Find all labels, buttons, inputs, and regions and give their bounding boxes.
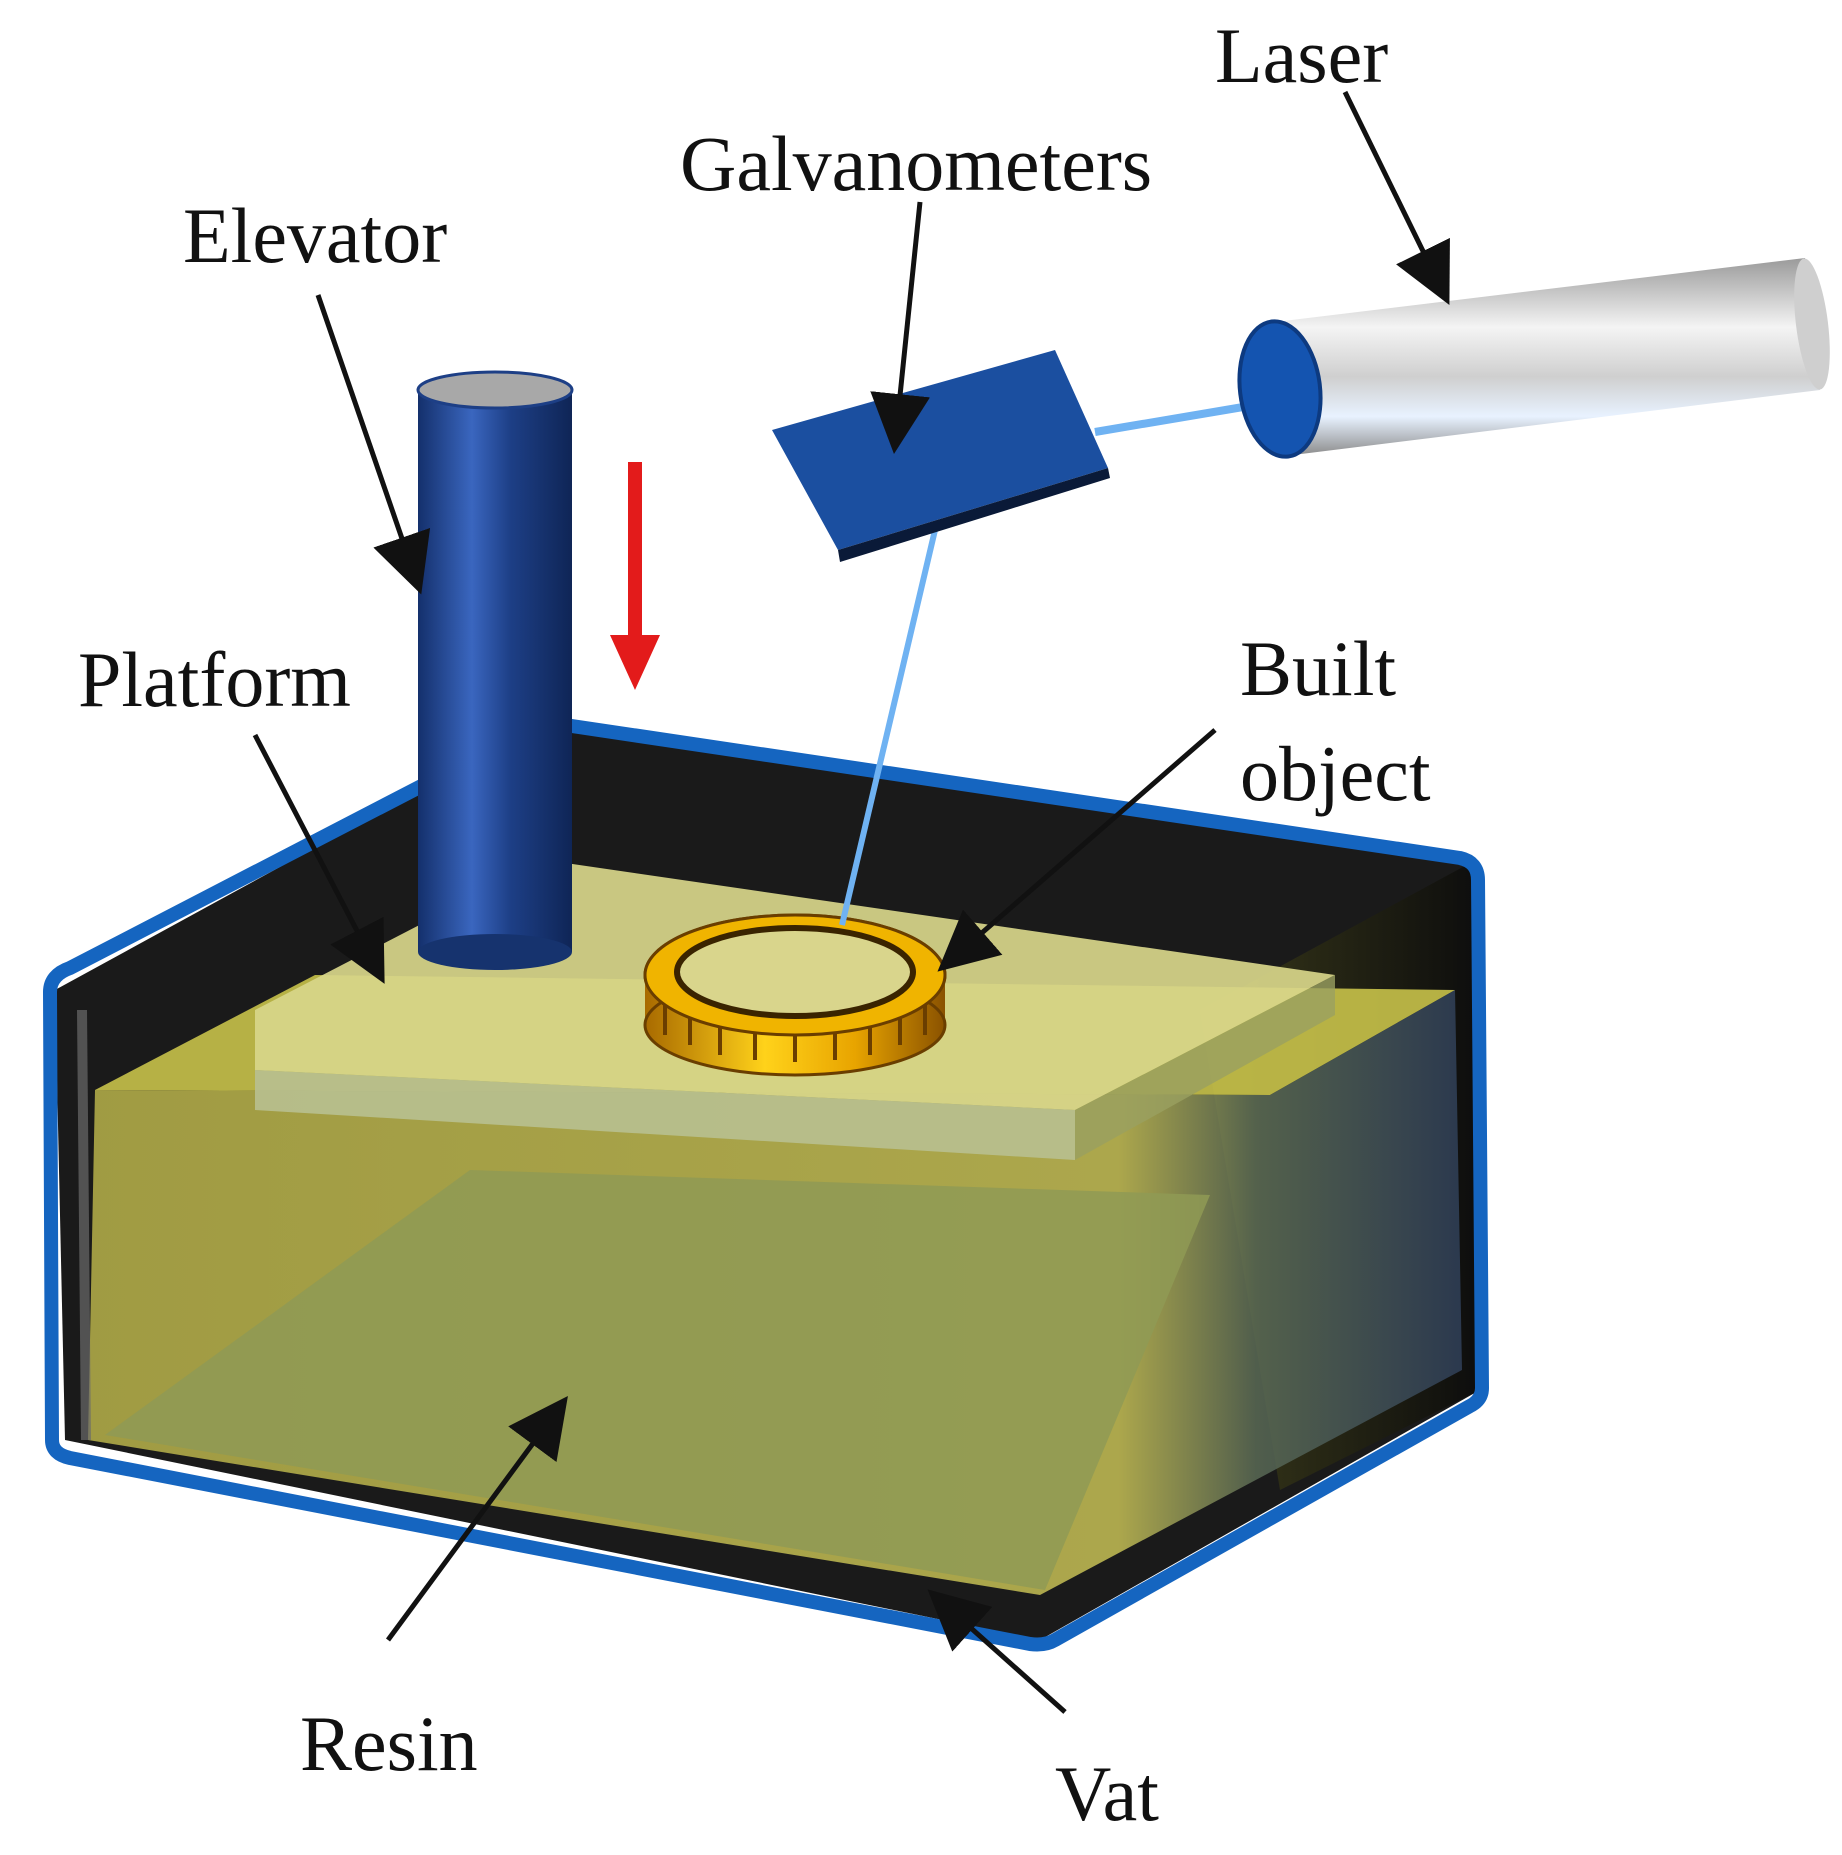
label-platform: Platform — [78, 636, 351, 723]
laser — [1237, 258, 1830, 459]
label-vat: Vat — [1055, 1750, 1159, 1837]
galvanometer-mirror — [772, 350, 1108, 550]
input-beam — [1094, 401, 1256, 436]
laser-body — [1275, 258, 1820, 456]
leader-galvanometers — [870, 201, 930, 454]
galvanometers — [772, 350, 1110, 562]
label-resin: Resin — [300, 1700, 478, 1787]
label-built-object-line1: Built — [1240, 625, 1396, 712]
platform-front-edge — [255, 1070, 1075, 1160]
elevator — [416, 370, 574, 970]
resin-inner-face — [105, 1170, 1210, 1590]
down-arrow-head — [610, 635, 660, 690]
laser-back-cap — [1794, 258, 1830, 390]
built-object — [643, 913, 947, 1077]
down-arrow — [610, 462, 660, 690]
leader-laser — [1342, 90, 1450, 305]
leader-lines — [252, 90, 1450, 1714]
galvanometer-edge — [838, 468, 1110, 562]
leader-built-object — [937, 728, 1217, 972]
label-built-object-line2: object — [1240, 730, 1431, 817]
scan-beam — [839, 529, 938, 926]
label-elevator: Elevator — [183, 192, 447, 279]
label-laser: Laser — [1215, 12, 1388, 99]
vat — [43, 715, 1489, 1652]
leader-vat — [927, 1589, 1067, 1714]
leader-platform — [252, 733, 385, 984]
down-arrow-shaft — [628, 462, 642, 642]
elevator-bottom — [418, 934, 572, 970]
vat-left-highlight — [77, 1009, 91, 1441]
leader-elevator — [315, 294, 431, 595]
elevator-top — [416, 370, 574, 410]
laser-aperture — [1237, 319, 1323, 459]
elevator-shaft — [418, 390, 572, 952]
gear-hole — [674, 925, 916, 1019]
platform-side-edge — [1075, 975, 1335, 1160]
label-galvanometers: Galvanometers — [680, 120, 1152, 207]
leader-resin — [385, 1395, 568, 1642]
vat-frame — [43, 715, 1489, 1652]
labels: Laser Galvanometers Elevator Platform Bu… — [78, 12, 1431, 1837]
